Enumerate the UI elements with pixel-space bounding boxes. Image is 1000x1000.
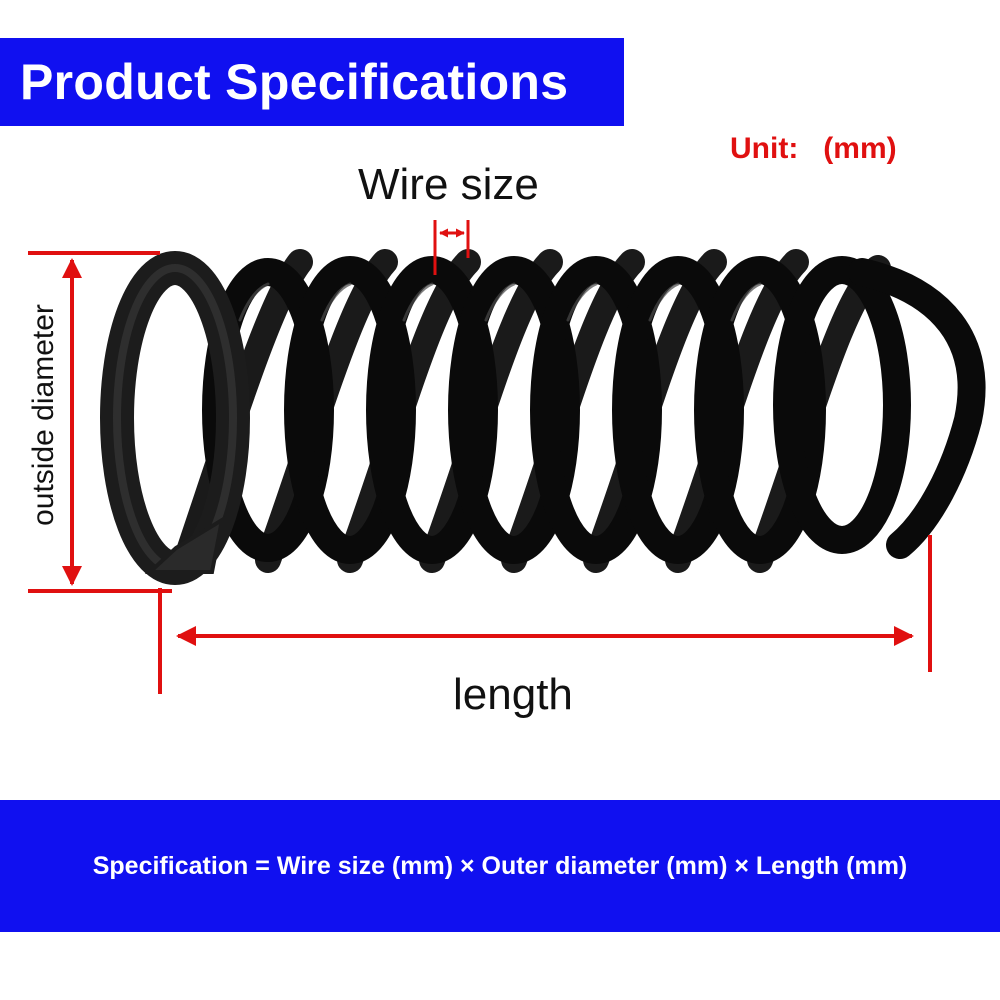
length-dimension [158,535,932,694]
length-label: length [453,670,573,719]
compression-spring-icon [100,249,986,585]
wire-size-dimension [433,220,470,275]
specification-formula: Specification = Wire size (mm) × Outer d… [92,851,908,880]
unit-label: Unit: (mm) [730,132,897,165]
outside-diameter-dimension [28,251,172,593]
title-banner: Product Specifications [0,38,624,126]
wire-size-label: Wire size [358,160,539,209]
page-title: Product Specifications [20,54,569,110]
spring-diagram [28,220,986,694]
outside-diameter-label: outside diameter [27,304,60,526]
specification-banner: Specification = Wire size (mm) × Outer d… [0,800,1000,932]
